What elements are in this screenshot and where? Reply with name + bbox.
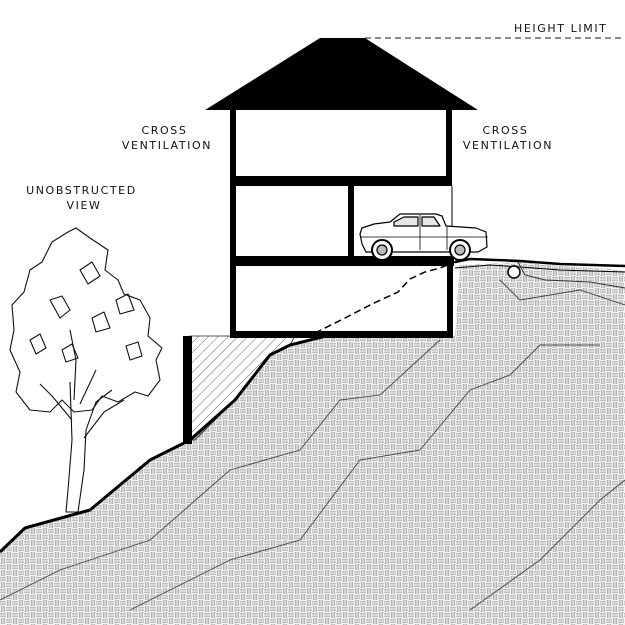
interior-wall — [348, 182, 354, 262]
ground-surface-line — [0, 333, 331, 554]
first-floor-slab — [230, 176, 452, 186]
garage-floor-slab — [230, 256, 454, 266]
basement-floor-slab — [230, 331, 453, 338]
rock-strata-lines — [0, 279, 625, 611]
house — [205, 38, 478, 338]
house-left-wall — [230, 108, 236, 338]
drain-pipe — [507, 265, 521, 279]
house-right-wall-upper — [446, 108, 452, 186]
cross-ventilation-right-label: CROSS VENTILATION — [463, 124, 553, 152]
cross-ventilation-left-label: CROSS VENTILATION — [122, 124, 212, 152]
unobstructed-view-label: UNOBSTRUCTED VIEW — [26, 184, 142, 212]
road-kerb — [517, 261, 625, 289]
car-illustration — [359, 213, 488, 261]
road-surface — [454, 257, 625, 268]
existing-ground-dashed — [314, 261, 456, 334]
lower-right-wall — [447, 262, 453, 338]
retaining-wall — [183, 336, 192, 444]
roof — [205, 38, 478, 110]
height-limit-label: HEIGHT LIMIT — [514, 22, 608, 35]
tree-illustration — [9, 227, 163, 513]
